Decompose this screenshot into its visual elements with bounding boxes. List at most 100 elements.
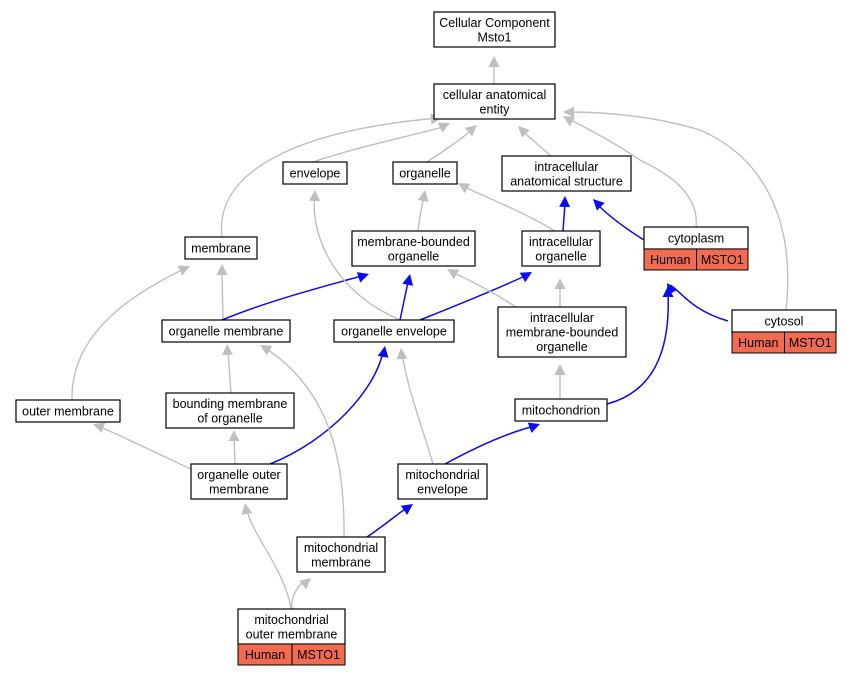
- node-label: mitochondrial: [304, 541, 378, 555]
- edge-oom-outermem-arrowhead: [93, 422, 106, 433]
- edge-mitoenv-mito: [444, 425, 536, 465]
- annotation-species: Human: [738, 336, 778, 350]
- node-box: [237, 608, 346, 645]
- node-box: [296, 536, 386, 573]
- edge-oom-orgenv: [269, 351, 384, 465]
- node-label: outer membrane: [246, 627, 338, 641]
- edge-orgmem-membrane-arrowhead: [216, 264, 228, 275]
- node-label: envelope: [417, 482, 468, 496]
- node-box: [190, 463, 288, 500]
- edge-mito-cytoplasm-arrowhead: [662, 286, 674, 297]
- node-box: [15, 399, 121, 423]
- node-label: organelle outer: [197, 468, 280, 482]
- edge-orgmem-mbo: [221, 274, 366, 321]
- node-box: [184, 236, 258, 260]
- edge-io-ias-arrowhead: [559, 196, 571, 208]
- node-box: [333, 319, 455, 343]
- edge-outermem-membrane: [71, 267, 187, 401]
- edge-mbo-organelle-arrowhead: [417, 190, 429, 202]
- node-label: intracellular: [530, 311, 594, 325]
- edge-orgenv-io-arrowhead: [519, 272, 532, 283]
- annotation-cell: [696, 248, 749, 271]
- edge-orgenv-envelope: [313, 194, 401, 321]
- edge-imbo-mbo-arrowhead: [447, 269, 460, 280]
- annotation-species: Human: [650, 253, 690, 267]
- annotation-cell: [291, 643, 346, 666]
- edge-oom-orgenv-arrowhead: [377, 346, 389, 358]
- edge-envelope-cae: [312, 125, 447, 163]
- edge-cae-root-arrowhead: [488, 56, 500, 67]
- node-box: [521, 230, 601, 267]
- edge-mitomem-mitoenv: [366, 506, 409, 538]
- edge-mito-imbo-arrowhead: [554, 364, 566, 375]
- edge-mitoenv-orgenv: [401, 353, 434, 465]
- node-label: entity: [480, 102, 511, 116]
- node-label: membrane: [209, 482, 269, 496]
- edge-orgenv-io: [419, 274, 528, 321]
- node-box: [433, 83, 556, 120]
- node-label: organelle envelope: [341, 325, 447, 339]
- node-label: mitochondrial: [254, 613, 328, 627]
- edge-cytosol-cae-arrowhead: [563, 106, 574, 118]
- node-label: membrane: [191, 242, 251, 256]
- node-label: anatomical structure: [510, 174, 623, 188]
- edge-orgenv-envelope-arrowhead: [309, 190, 321, 202]
- annotation-gene: MSTO1: [789, 336, 832, 350]
- node-orgmem[interactable]: organelle membrane: [161, 319, 291, 343]
- node-label: cytosol: [765, 315, 804, 329]
- node-label: organelle membrane: [169, 325, 284, 339]
- edge-mom-mitomem-arrowhead: [299, 578, 311, 590]
- edge-ias-cae-arrowhead: [518, 126, 530, 138]
- edge-io-ias: [562, 202, 566, 232]
- edge-io-organelle: [462, 185, 556, 232]
- edge-ias-cae: [521, 129, 552, 157]
- edge-cytoplasm-ias-arrowhead: [593, 199, 605, 211]
- edge-mitomem-mitoenv-arrowhead: [400, 504, 413, 515]
- edge-cytoplasm-cae: [566, 117, 697, 228]
- edge-mitomem-orgmem: [264, 347, 345, 538]
- edge-mito-cytoplasm: [606, 292, 669, 405]
- node-envelope[interactable]: envelope: [282, 161, 348, 185]
- node-box: [392, 161, 458, 185]
- node-label: outer membrane: [22, 405, 114, 419]
- edge-orgmem-membrane: [221, 269, 224, 321]
- node-orgenv[interactable]: organelle envelope: [333, 319, 455, 343]
- edge-membrane-cae: [220, 117, 439, 238]
- node-label: organelle: [536, 340, 587, 354]
- edges: [71, 56, 789, 610]
- node-label: of organelle: [197, 411, 262, 425]
- node-label: mitochondrion: [522, 404, 601, 418]
- edge-imbo-io-arrowhead: [554, 278, 566, 289]
- edge-cytoplasm-cae-arrowhead: [563, 116, 576, 127]
- edge-mitomem-orgmem-arrowhead: [260, 345, 273, 356]
- edge-organelle-cae-arrowhead: [465, 125, 477, 137]
- edge-cytoplasm-ias: [597, 204, 645, 241]
- node-box: [514, 398, 608, 422]
- node-box: [165, 392, 295, 429]
- edge-envelope-cae-arrowhead: [437, 122, 450, 133]
- edge-bmo-orgmem-arrowhead: [222, 344, 234, 356]
- node-membrane[interactable]: membrane: [184, 236, 258, 260]
- edge-oom-outermem: [97, 425, 194, 471]
- node-organelle[interactable]: organelle: [392, 161, 458, 185]
- node-mito[interactable]: mitochondrion: [514, 398, 608, 422]
- node-label: envelope: [290, 167, 341, 181]
- edge-outermem-membrane-arrowhead: [177, 265, 190, 276]
- node-label: organelle: [399, 167, 450, 181]
- node-label: organelle: [388, 249, 439, 263]
- node-outermem[interactable]: outer membrane: [15, 399, 121, 423]
- edge-organelle-cae: [426, 128, 474, 163]
